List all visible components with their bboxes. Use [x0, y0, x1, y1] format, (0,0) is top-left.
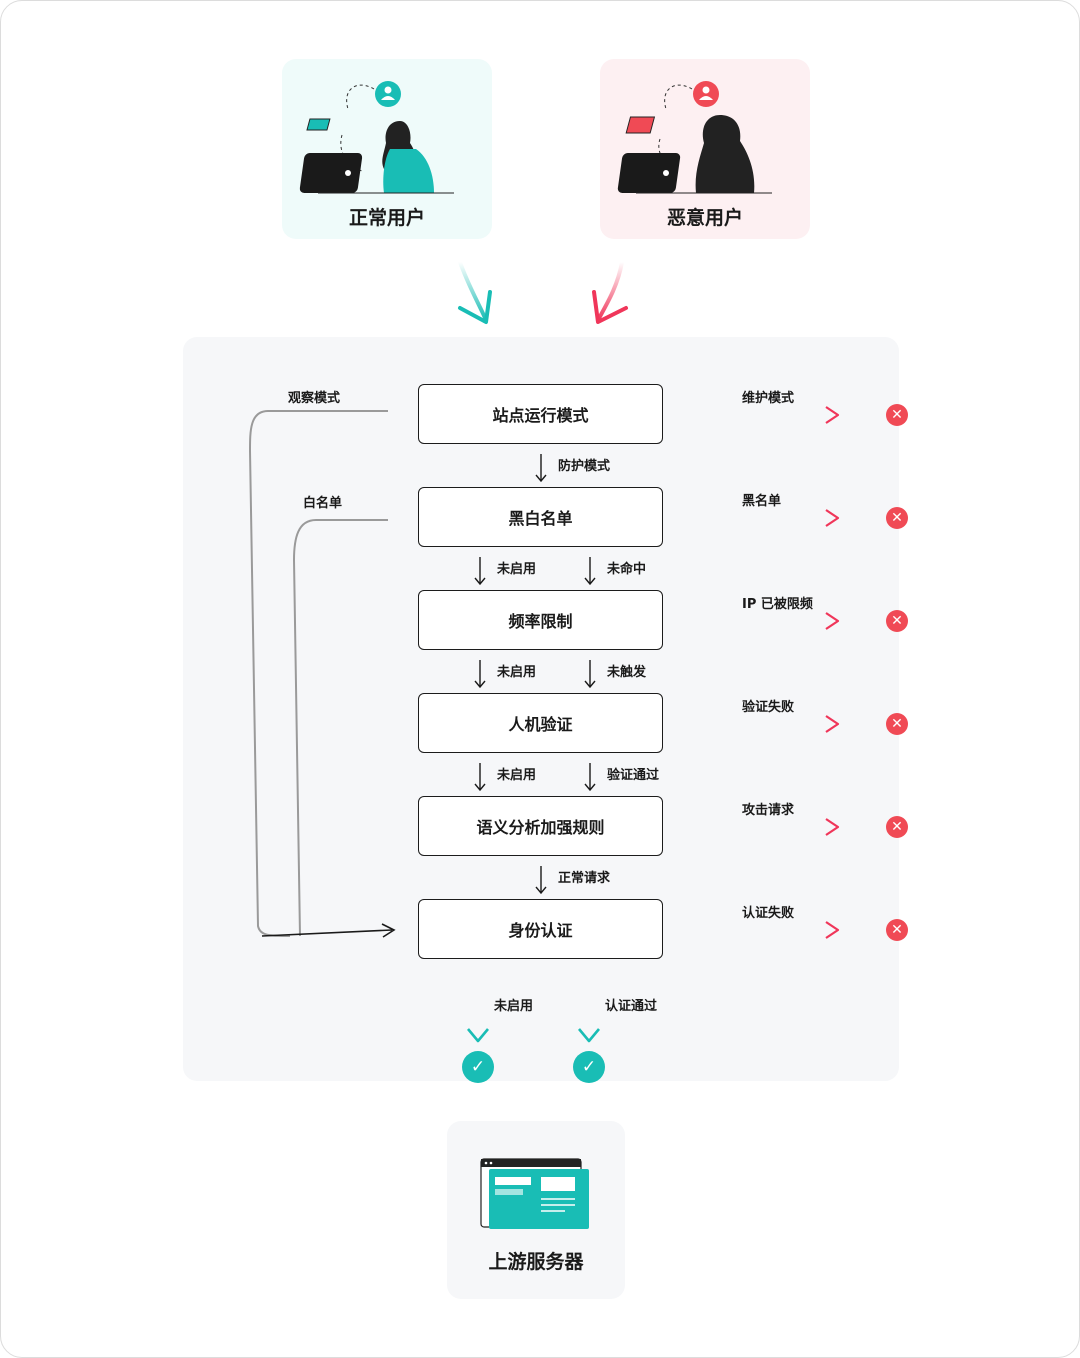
normal-user-illustration [299, 81, 454, 194]
flow-step-4: 人机验证 [418, 693, 663, 753]
flow-step-3: 频率限制 [418, 590, 663, 650]
reject-label-6: 认证失败 [742, 906, 795, 921]
x-circle-icon: ✕ [886, 919, 908, 941]
accept-label-2: 认证通过 [605, 999, 658, 1014]
normal-user-label: 正常用户 [348, 207, 425, 229]
flow-step-5: 语义分析加强规则 [418, 796, 663, 856]
down-label-2b: 未命中 [607, 562, 647, 577]
malicious-user-illustration [617, 81, 772, 194]
accept-label-1: 未启用 [494, 999, 534, 1014]
bypass-label-whitelist: 白名单 [303, 496, 343, 511]
reject-label-4: 验证失败 [742, 700, 795, 715]
down-label-3a: 未启用 [497, 665, 537, 680]
normal-user-card: 正常用户 [282, 59, 492, 239]
down-label-4b: 验证通过 [607, 768, 660, 783]
bypass-label-observe: 观察模式 [288, 391, 341, 406]
x-circle-icon: ✕ [886, 713, 908, 735]
x-circle-icon: ✕ [886, 816, 908, 838]
flow-step-1: 站点运行模式 [418, 384, 663, 444]
reject-label-3: IP 已被限频 [742, 597, 813, 612]
reject-label-5: 攻击请求 [742, 803, 795, 818]
x-circle-icon: ✕ [886, 507, 908, 529]
down-label-5: 正常请求 [558, 871, 611, 886]
reject-label-1: 维护模式 [742, 391, 795, 406]
check-circle-icon: ✓ [462, 1051, 494, 1083]
malicious-user-label: 恶意用户 [666, 207, 743, 229]
malicious-user-card: 恶意用户 [600, 59, 810, 239]
down-label-4a: 未启用 [497, 768, 537, 783]
upstream-server-label: 上游服务器 [488, 1251, 584, 1273]
down-label-2a: 未启用 [497, 562, 537, 577]
down-label-3b: 未触发 [607, 665, 647, 680]
reject-label-2: 黑名单 [742, 494, 782, 509]
flow-step-6: 身份认证 [418, 899, 663, 959]
check-circle-icon: ✓ [573, 1051, 605, 1083]
x-circle-icon: ✕ [886, 404, 908, 426]
upstream-server-card: 上游服务器 [447, 1121, 625, 1299]
x-circle-icon: ✕ [886, 610, 908, 632]
down-label-1: 防护模式 [558, 459, 611, 474]
flow-step-2: 黑白名单 [418, 487, 663, 547]
server-window-icon [480, 1158, 589, 1229]
